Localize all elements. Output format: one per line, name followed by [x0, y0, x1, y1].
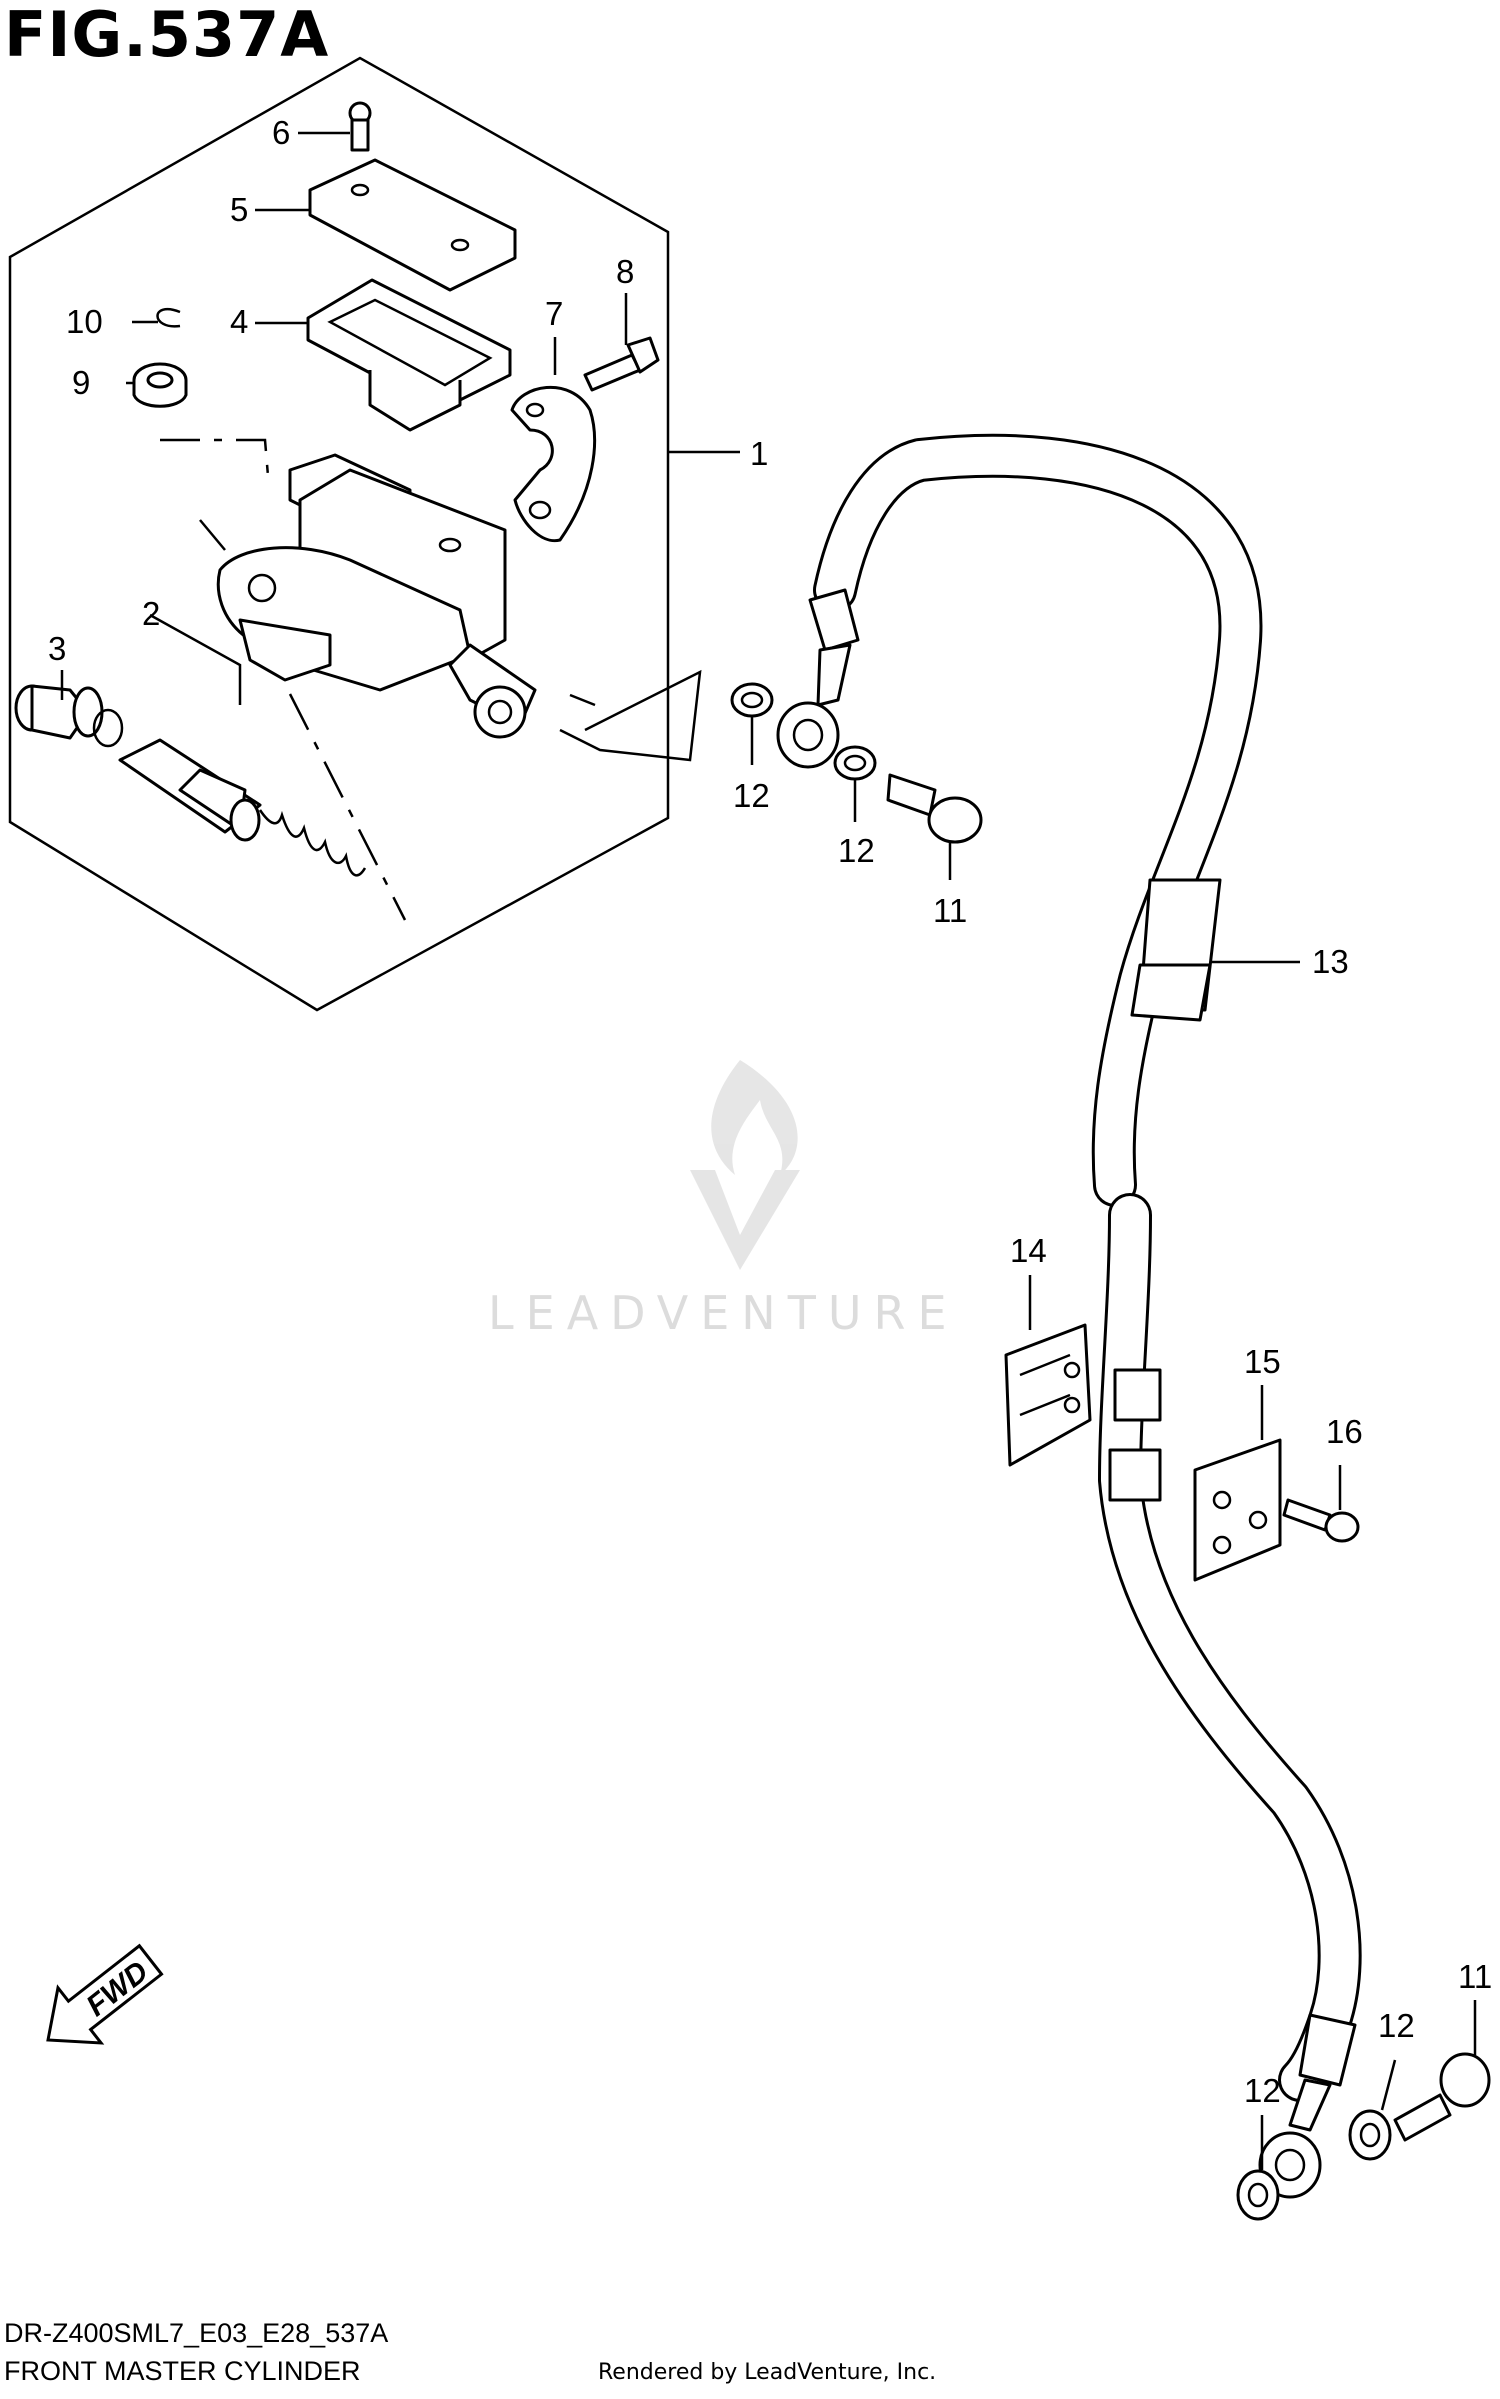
assembly-boundary: [8, 56, 670, 1012]
callout-6: 6: [272, 114, 290, 151]
figure-title: FIG.537A: [4, 0, 330, 71]
part-5-cap: [308, 158, 517, 292]
callout-2: 2: [142, 595, 160, 632]
part-14-bracket: [1004, 1323, 1092, 1467]
callout-11b: 11: [1458, 1958, 1492, 1995]
part-11-banjo-bolt-lower: [1393, 2052, 1491, 2142]
callout-10: 10: [66, 303, 103, 340]
part-12-washer-lower-b: [1236, 2169, 1280, 2221]
part-7-clamp: [510, 385, 596, 543]
hose-sleeves: [1108, 1368, 1162, 1502]
callout-11a: 11: [933, 892, 967, 929]
callout-3: 3: [48, 630, 66, 667]
render-credit: Rendered by LeadVenture, Inc.: [598, 2360, 937, 2385]
part-16-bolt: [1282, 1498, 1360, 1543]
part-9-boot: [132, 362, 188, 408]
model-code: DR-Z400SML7_E03_E28_537A: [4, 2318, 389, 2348]
hose-fitting-upper: [776, 588, 860, 769]
callout-12b: 12: [838, 832, 875, 869]
part-15-bracket: [1193, 1438, 1282, 1582]
figure-caption: FRONT MASTER CYLINDER: [4, 2356, 361, 2386]
callout-16: 16: [1326, 1413, 1363, 1450]
part-2-piston-kit: [118, 738, 367, 877]
part-12-washer-upper-b: [833, 745, 877, 781]
alignment-lines: [160, 438, 596, 921]
callout-4: 4: [230, 303, 248, 340]
leadventure-logo-icon: [690, 1060, 800, 1270]
callout-8: 8: [616, 253, 634, 290]
callout-13: 13: [1312, 943, 1349, 980]
leader-lines: [60, 131, 1477, 2170]
part-6-screw: [348, 101, 372, 152]
part-8-bolt: [583, 336, 660, 392]
callout-1: 1: [750, 435, 768, 472]
callout-9: 9: [72, 364, 90, 401]
part-11-banjo-bolt-upper: [886, 773, 983, 844]
callout-14: 14: [1010, 1232, 1047, 1269]
part-10-circlip: [156, 307, 181, 328]
part-12-washer-upper-a: [730, 682, 774, 718]
brake-hose-lower: [1098, 1193, 1362, 2102]
fwd-arrow-icon: FWD: [46, 1943, 164, 2045]
callout-12d: 12: [1244, 2072, 1281, 2109]
watermark-text: LEADVENTURE: [488, 1286, 959, 1340]
callout-12c: 12: [1378, 2007, 1415, 2044]
part-3-piston-boot: [14, 684, 124, 748]
callout-12a: 12: [733, 777, 770, 814]
callout-7: 7: [545, 295, 563, 332]
part-13-protector: [1130, 878, 1222, 1022]
part-4-diaphragm: [306, 278, 512, 432]
part-12-washer-lower-a: [1348, 2109, 1392, 2161]
callout-5: 5: [230, 191, 248, 228]
part-1-master-cylinder: [216, 453, 537, 739]
callout-15: 15: [1244, 1343, 1281, 1380]
